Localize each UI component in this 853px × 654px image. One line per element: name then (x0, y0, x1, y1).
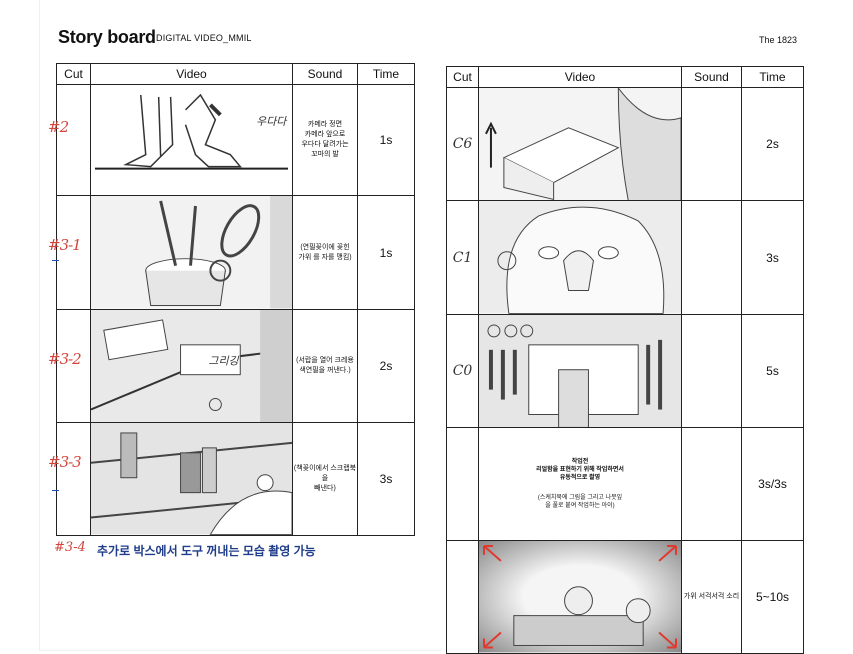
header-sound: Sound (681, 66, 742, 88)
time-cell: 2s (357, 308, 415, 424)
video-description-title: 작업전 리얼함을 표현하기 위해 작업하면서 유동적으로 촬영 (536, 459, 624, 482)
sound-text: (연필꽂이에 꽂힌 가위 를 자를 맹킴) (298, 243, 352, 261)
video-cell (478, 540, 682, 654)
video-cell (90, 195, 293, 310)
video-cell: 그리깅 (90, 308, 293, 424)
sketch-workspace (479, 541, 681, 653)
header-sound: Sound (292, 63, 358, 85)
cut-label: C0 (452, 363, 473, 380)
header-cut: Cut (56, 63, 91, 85)
cut-label: #3-1 (48, 236, 82, 254)
sound-cell (681, 86, 742, 202)
sketch-bookshelf (91, 423, 292, 535)
time-cell: 3s/3s (741, 427, 804, 542)
cut-cell (56, 83, 91, 197)
header-time: Time (741, 66, 804, 88)
sketch-tool-wall (479, 314, 681, 428)
video-cell (478, 313, 682, 429)
time-cell: 1s (357, 195, 415, 310)
sound-text: 가위 서걱서걱 소리 (683, 593, 740, 601)
cut-cell: C6 (446, 86, 479, 202)
document-code: The 1823 (759, 35, 798, 45)
table-row: C6 2s (446, 86, 804, 202)
table-row: 우다다 카메라 정면 카메라 앞으로 우다다 달려가는 꼬마의 발 1s (56, 83, 415, 197)
cut-cell (446, 427, 479, 542)
video-cell: 우다다 (90, 83, 293, 197)
video-cell (90, 422, 293, 536)
sketch-box-lift (479, 88, 681, 201)
header-cut: Cut (446, 66, 479, 88)
header-time: Time (357, 63, 415, 85)
video-description-sub: (스케치북에 그림을 그리고 나뭇잎 을 풀로 붙여 작업하는 아이) (537, 495, 623, 510)
right-storyboard-table: Cut Video Sound Time C6 2s C1 (446, 66, 804, 654)
sound-cell: (연필꽂이에 꽂힌 가위 를 자를 맹킴) (292, 195, 358, 310)
sound-cell: (서랍을 열어 크레용 색연필을 꺼낸다.) (292, 308, 358, 424)
cut-label: C1 (452, 249, 473, 266)
sound-text: 카메라 정면 카메라 앞으로 우다다 달려가는 꼬마의 발 (301, 121, 349, 159)
cut-label: #2 (48, 118, 69, 136)
header-video: Video (90, 63, 293, 85)
time-cell: 5s (741, 313, 804, 429)
sound-cell: (책꽂이에서 스크랩북을 빼낸다) (292, 422, 358, 536)
table-row: (연필꽂이에 꽂힌 가위 를 자를 맹킴) 1s (56, 195, 415, 310)
page-subtitle: DIGITAL VIDEO_MMIL (156, 33, 252, 43)
table-row: (책꽂이에서 스크랩북을 빼낸다) 3s (56, 422, 415, 536)
cut-cell: C0 (446, 313, 479, 429)
sound-text: (서랍을 열어 크레용 색연필을 꺼낸다.) (296, 357, 354, 375)
cut-label: C6 (452, 136, 473, 153)
sound-cell: 가위 서걱서걱 소리 (681, 540, 742, 654)
sketch-onomatopoeia: 우다다 (256, 115, 288, 128)
blue-marker (52, 260, 59, 261)
sound-cell (681, 200, 742, 315)
cut-cell (56, 422, 91, 536)
sound-cell (681, 427, 742, 542)
note-tag: #3-4 (54, 540, 86, 555)
sketch-drawer: 그리깅 (91, 309, 292, 423)
cut-label: #3-3 (48, 453, 82, 471)
sketch-running-feet: 우다다 (91, 85, 292, 196)
time-cell: 1s (357, 83, 415, 197)
time-cell: 3s (741, 200, 804, 315)
header-video: Video (478, 66, 682, 88)
time-cell: 2s (741, 86, 804, 202)
sketch-child-face (479, 201, 681, 314)
sound-text: (책꽂이에서 스크랩북을 빼낸다) (293, 465, 357, 493)
cut-cell (446, 540, 479, 654)
cut-cell (56, 195, 91, 310)
sound-cell (681, 313, 742, 429)
left-storyboard-table: Cut Video Sound Time 우다다 카메라 정면 카메라 앞으로 … (56, 63, 415, 536)
cut-label: #3-2 (48, 350, 82, 368)
table-header-row: Cut Video Sound Time (56, 63, 415, 85)
video-cell: 작업전 리얼함을 표현하기 위해 작업하면서 유동적으로 촬영 (스케치북에 그… (478, 427, 682, 542)
sound-cell: 카메라 정면 카메라 앞으로 우다다 달려가는 꼬마의 발 (292, 83, 358, 197)
page-title: Story board (58, 27, 156, 47)
video-cell (478, 86, 682, 202)
sketch-pencil-holder (91, 196, 292, 309)
time-cell: 5~10s (741, 540, 804, 654)
cut-cell: C1 (446, 200, 479, 315)
table-row: 작업전 리얼함을 표현하기 위해 작업하면서 유동적으로 촬영 (스케치북에 그… (446, 427, 804, 542)
table-row: 가위 서걱서걱 소리 5~10s (446, 540, 804, 654)
video-cell (478, 200, 682, 315)
table-row: C1 3s (446, 200, 804, 315)
table-row: 그리깅 (서랍을 열어 크레용 색연필을 꺼낸다.) 2s (56, 308, 415, 424)
table-header-row: Cut Video Sound Time (446, 66, 804, 88)
sketch-caption: 그리깅 (208, 355, 239, 368)
note-text: 추가로 박스에서 도구 꺼내는 모습 촬영 가능 (97, 544, 316, 558)
time-cell: 3s (357, 422, 415, 536)
blue-marker (52, 490, 59, 491)
table-row: C0 5s (446, 313, 804, 429)
